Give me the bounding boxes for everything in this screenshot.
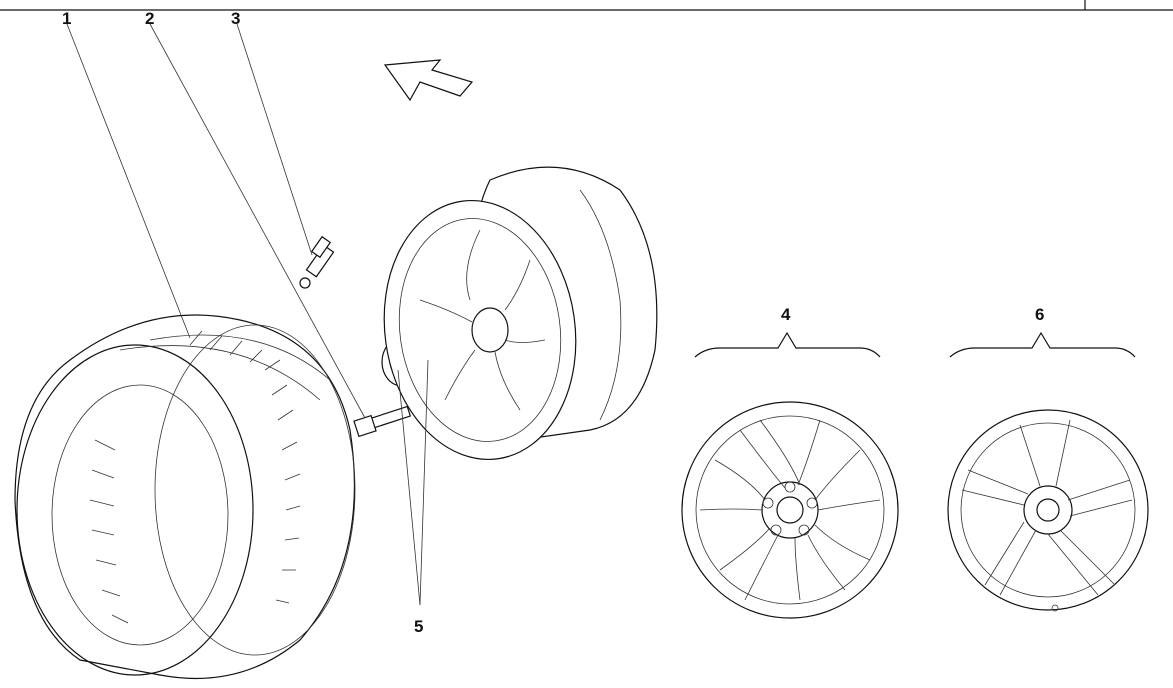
callout-5: 5 (414, 617, 423, 636)
callout-2: 2 (145, 9, 154, 28)
wheel-option-6-drawing (947, 409, 1149, 612)
direction-arrow-icon (383, 59, 474, 102)
bracket-wheel-4 (694, 331, 881, 358)
valve-stem-drawing (299, 235, 335, 289)
callout-3: 3 (231, 9, 240, 28)
bracket-wheel-6 (949, 331, 1136, 358)
leader-lines (66, 23, 429, 606)
wheel-bolt-drawing (353, 405, 412, 438)
callout-6: 6 (1035, 305, 1044, 324)
wheel-option-4-drawing (681, 401, 899, 619)
callout-4: 4 (781, 305, 791, 324)
wheel-rim-perspective-drawing (383, 166, 658, 461)
tyre-drawing (14, 314, 356, 680)
callout-1: 1 (62, 9, 71, 28)
drawing-frame (0, 0, 1173, 11)
